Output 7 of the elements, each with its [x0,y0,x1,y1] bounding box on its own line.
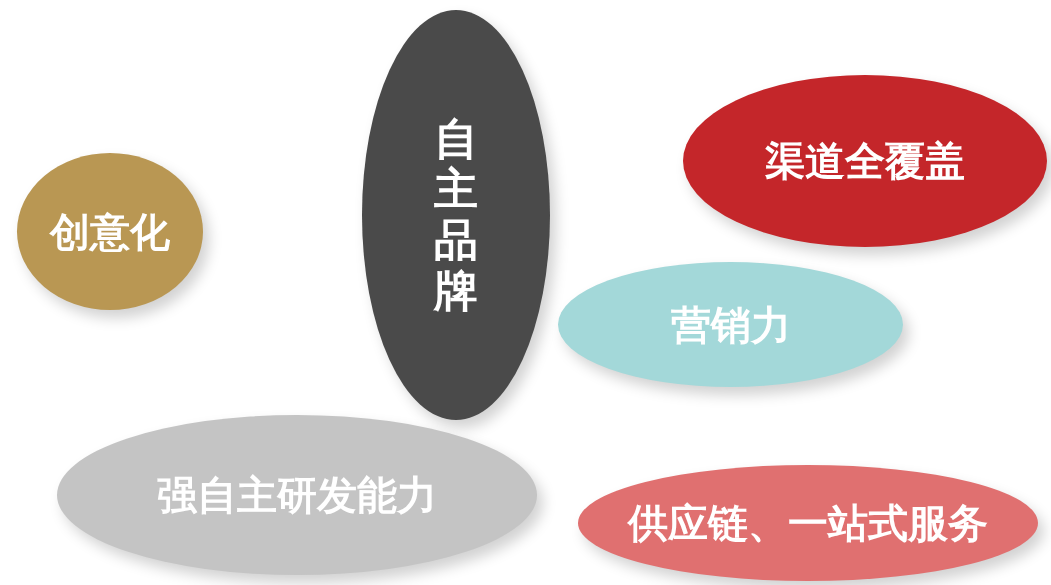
ellipse-label: 供应链、一站式服务 [628,501,988,545]
ellipse-label: 强自主研发能力 [157,473,437,517]
ellipse-label: 渠道全覆盖 [765,139,965,183]
ellipse-label: 营销力 [670,302,791,347]
ellipse-label: 创意化 [50,209,170,254]
ellipse-label: 自主品牌 [432,113,479,317]
ellipse [558,262,903,387]
